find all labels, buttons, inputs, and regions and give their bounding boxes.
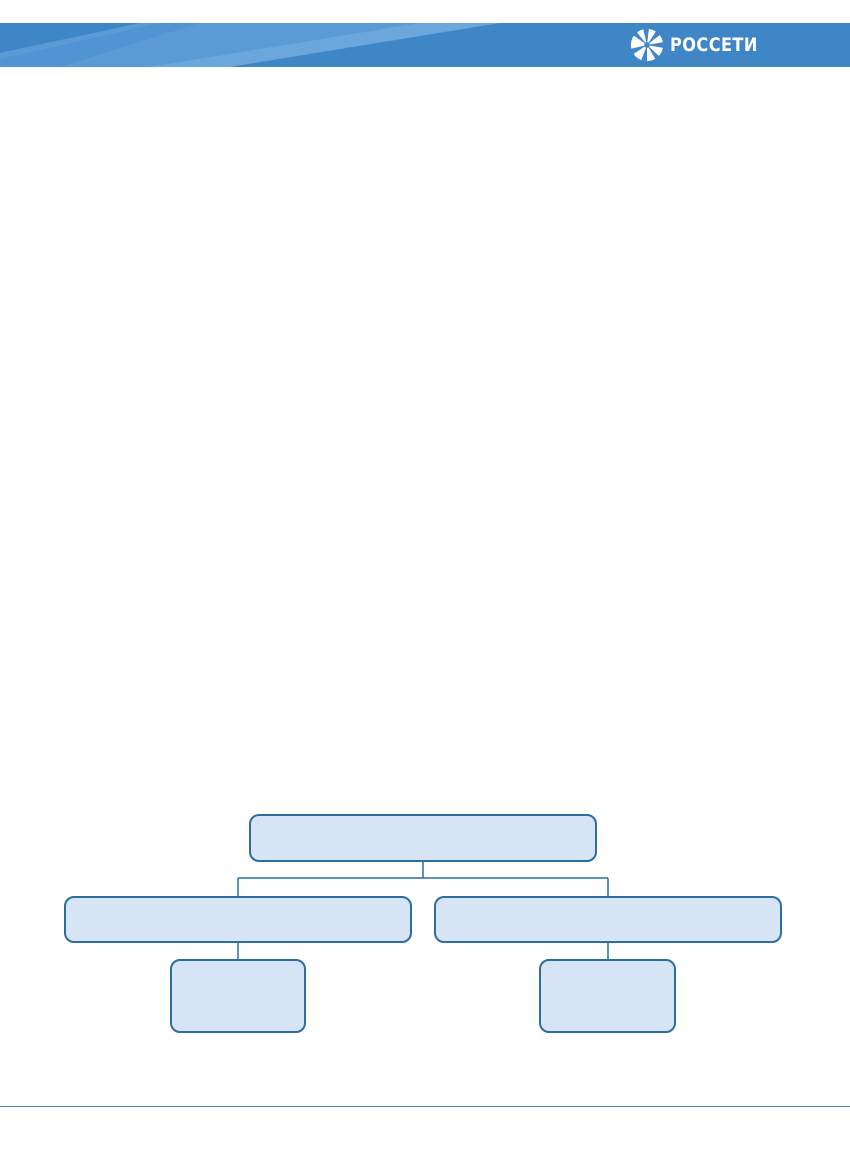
rosseti-logo-icon	[630, 28, 664, 62]
header-band: РОССЕТИ	[0, 23, 850, 67]
header-stripes	[0, 23, 500, 67]
org-chart-diagram	[0, 800, 850, 1050]
org-chart-connectors	[237, 862, 609, 959]
org-chart-right-branch-box	[434, 896, 782, 943]
org-chart-left-leaf-box	[170, 959, 306, 1033]
footer-divider	[0, 1106, 850, 1107]
brand-name: РОССЕТИ	[670, 34, 758, 56]
org-chart-right-leaf-box	[539, 959, 676, 1033]
org-chart-left-branch-box	[64, 896, 412, 943]
org-chart-root-box	[249, 814, 597, 862]
brand-logo: РОССЕТИ	[628, 26, 773, 64]
